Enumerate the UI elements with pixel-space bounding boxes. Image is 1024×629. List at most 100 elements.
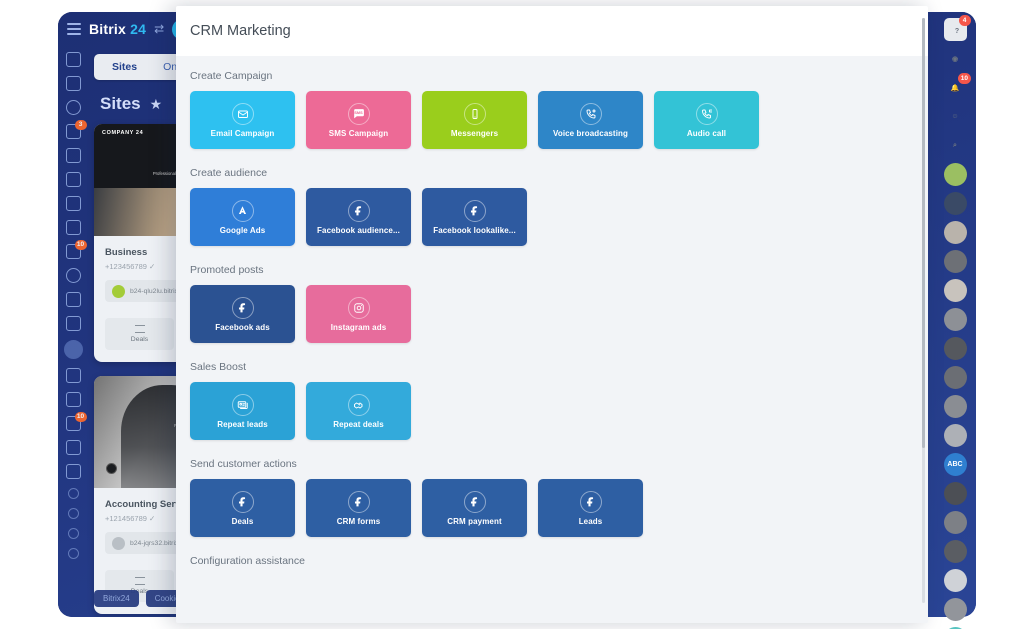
avatar[interactable] xyxy=(943,279,967,302)
site-phone[interactable]: +123456789 ✓ xyxy=(105,262,156,271)
logo-text: Bitrix xyxy=(89,21,126,37)
sidebar-apps-icon[interactable] xyxy=(67,508,79,519)
site-action-deals[interactable]: Deals xyxy=(105,318,174,350)
modal-scrollbar[interactable] xyxy=(922,18,925,603)
sidebar-inventory-icon[interactable] xyxy=(65,440,81,455)
tile-leads[interactable]: Leads xyxy=(538,479,643,537)
tile-label: Messengers xyxy=(450,128,499,138)
notification-badge: 10 xyxy=(74,240,87,250)
avatar[interactable] xyxy=(943,598,967,621)
avatar[interactable] xyxy=(943,221,967,244)
avatar[interactable] xyxy=(943,163,967,186)
sidebar-marketing-icon[interactable] xyxy=(65,316,81,331)
email-icon xyxy=(231,102,254,125)
sidebar-crm-funnel-icon[interactable] xyxy=(65,268,81,283)
avatar[interactable] xyxy=(943,192,967,215)
tile-crm-payment[interactable]: CRM payment xyxy=(422,479,527,537)
tile-label: Deals xyxy=(231,516,254,526)
funnel-icon xyxy=(134,325,145,333)
tile-repeat-deals[interactable]: Repeat deals xyxy=(306,382,411,440)
facebook-icon xyxy=(231,296,254,319)
bitrix-logo[interactable]: Bitrix 24 xyxy=(89,21,146,37)
notifications-icon-glyph: 🔔 xyxy=(950,84,960,92)
sidebar-tasks-icon[interactable]: 10 xyxy=(65,240,87,259)
logo-number: 24 xyxy=(130,21,147,37)
chat-icon[interactable]: ☺ xyxy=(944,105,967,128)
link-icon xyxy=(112,536,125,550)
sidebar-mail-icon[interactable] xyxy=(65,196,81,211)
avatar-team-icon[interactable] xyxy=(943,627,967,629)
sidebar-chat-icon[interactable] xyxy=(65,100,81,115)
section-title: Send customer actions xyxy=(190,458,297,470)
phone-wave-icon xyxy=(579,102,602,125)
sidebar-briefcase-icon[interactable] xyxy=(65,172,81,187)
avatar-image xyxy=(943,395,967,418)
avatar-image xyxy=(943,569,967,592)
avatar[interactable] xyxy=(943,569,967,592)
avatar-image xyxy=(943,279,967,302)
pulse-icon[interactable]: ◉ xyxy=(944,47,967,70)
sidebar-add-icon[interactable] xyxy=(67,548,79,559)
avatar[interactable] xyxy=(943,540,967,563)
sidebar-calendar-icon[interactable]: 3 xyxy=(65,120,87,139)
avatar[interactable] xyxy=(943,308,967,331)
sidebar-news-feed-icon[interactable] xyxy=(65,76,81,91)
tile-instagram-ads[interactable]: Instagram ads xyxy=(306,285,411,343)
footer-button-bitrix24[interactable]: Bitrix24 xyxy=(94,590,139,607)
search-icon[interactable]: ⌕ xyxy=(944,134,967,157)
help-icon[interactable]: ?4 xyxy=(943,15,971,41)
avatar-image xyxy=(943,337,967,360)
sidebar-drive-icon[interactable] xyxy=(65,292,81,307)
avatar[interactable] xyxy=(943,511,967,534)
avatar-image xyxy=(943,192,967,215)
tile-sms-campaign[interactable]: SMS SMS Campaign xyxy=(306,91,411,149)
tile-label: Facebook ads xyxy=(215,322,270,332)
tile-google-ads[interactable]: Google Ads xyxy=(190,188,295,246)
tile-crm-forms[interactable]: CRM forms xyxy=(306,479,411,537)
tile-label: Instagram ads xyxy=(330,322,387,332)
star-icon[interactable]: ★ xyxy=(149,95,163,112)
tile-voice-broadcasting[interactable]: Voice broadcasting xyxy=(538,91,643,149)
tile-facebook-lookalike[interactable]: Facebook lookalike... xyxy=(422,188,527,246)
sidebar-timeman-icon[interactable] xyxy=(65,464,81,479)
site-phone[interactable]: +121456789 ✓ xyxy=(105,514,156,523)
site-url: b24-qlu2lu.bitrix2... xyxy=(130,287,188,295)
tile-email-campaign[interactable]: Email Campaign xyxy=(190,91,295,149)
avatar[interactable] xyxy=(943,250,967,273)
sidebar-documents-icon[interactable] xyxy=(65,148,81,163)
tile-audio-call[interactable]: Audio call xyxy=(654,91,759,149)
sidebar-automation-icon[interactable]: 10 xyxy=(65,412,87,431)
tile-label: Email Campaign xyxy=(210,128,275,138)
hamburger-menu-icon[interactable] xyxy=(67,23,81,35)
sidebar-help-icon[interactable] xyxy=(67,488,79,499)
sidebar-sites-icon[interactable] xyxy=(65,368,81,383)
facebook-icon xyxy=(463,199,486,222)
site-url: b24-jqrs32.bitrix2... xyxy=(130,539,188,547)
avatar[interactable] xyxy=(943,482,967,505)
tile-deals[interactable]: Deals xyxy=(190,479,295,537)
avatar[interactable] xyxy=(943,366,967,389)
avatar[interactable] xyxy=(943,424,967,447)
sidebar-company-icon[interactable] xyxy=(65,220,81,235)
tile-label: Audio call xyxy=(686,128,727,138)
switch-icon[interactable]: ⇄ xyxy=(154,22,165,36)
avatar[interactable] xyxy=(943,337,967,360)
notifications-icon[interactable]: 🔔10 xyxy=(944,73,971,99)
handshake-icon xyxy=(347,393,370,416)
tile-facebook-ads[interactable]: Facebook ads xyxy=(190,285,295,343)
leads-card-icon xyxy=(231,393,254,416)
preview-brand: COMPANY 24 xyxy=(102,130,144,136)
sidebar-settings-icon[interactable] xyxy=(67,528,79,539)
sidebar-activity-stream-icon[interactable] xyxy=(65,52,81,67)
sidebar-contact-center-icon[interactable] xyxy=(65,392,81,407)
tile-repeat-leads[interactable]: Repeat leads xyxy=(190,382,295,440)
avatar-group-icon[interactable]: ABC xyxy=(943,453,967,476)
tile-messengers[interactable]: Messengers xyxy=(422,91,527,149)
tile-label: SMS Campaign xyxy=(328,128,389,138)
tab-sites[interactable]: Sites xyxy=(112,61,138,73)
modal-header: CRM Marketing xyxy=(176,6,928,56)
avatar[interactable] xyxy=(943,395,967,418)
sidebar-online-store-icon[interactable] xyxy=(63,340,83,359)
tile-facebook-audience[interactable]: Facebook audience... xyxy=(306,188,411,246)
